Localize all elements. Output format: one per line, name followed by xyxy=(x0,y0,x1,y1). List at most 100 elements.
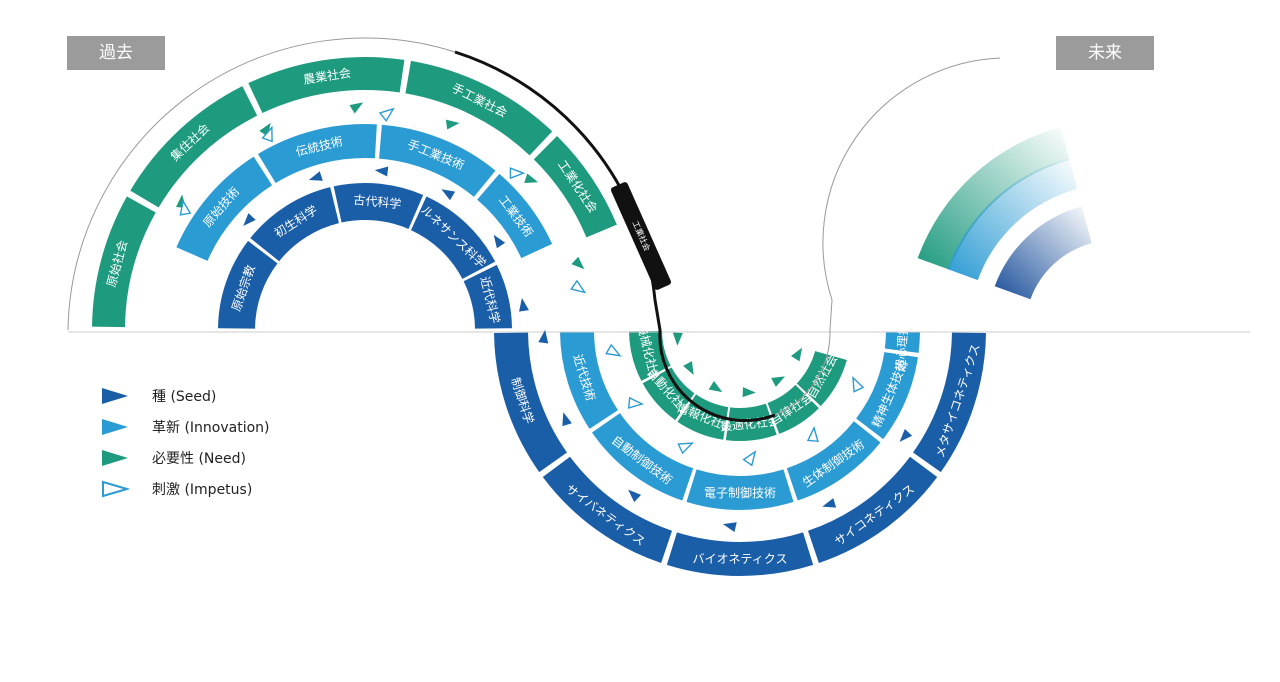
seg-society-4-shape xyxy=(533,135,617,238)
seed-arrow xyxy=(519,298,529,312)
seg-science-3-shape xyxy=(410,196,496,279)
legend-item-impetus: 刺激 (Impetus) xyxy=(100,473,270,504)
impetus-arrow-shape xyxy=(509,167,526,180)
seg-society-8-shape xyxy=(725,403,777,441)
impetus-arrow-shape xyxy=(806,425,819,443)
impetus-arrow-shape xyxy=(605,343,622,357)
need-arrow xyxy=(571,256,585,270)
seg-society-3: 手工業社会 xyxy=(405,60,553,156)
legend-label: 種 (Seed) xyxy=(152,388,217,405)
seed-arrow xyxy=(899,428,913,442)
impetus-arrow xyxy=(179,199,192,216)
need-arrow xyxy=(790,347,803,362)
seed-arrow xyxy=(308,171,323,181)
seg-society-10-shape xyxy=(796,351,847,407)
seg-technology-3: 工業技術 xyxy=(477,173,553,259)
seg-technology-7: 生体制御技術 xyxy=(786,421,881,501)
impetus-arrow xyxy=(509,167,526,180)
future-label: 未来 xyxy=(1056,36,1154,70)
seed-arrow xyxy=(538,329,549,344)
impetus-arrow-shape xyxy=(378,107,395,123)
seg-technology-6: 電子制御技術 xyxy=(686,469,794,510)
seg-technology-5: 自動制御技術 xyxy=(592,413,694,501)
seg-technology-8: 精神生体技術 xyxy=(856,352,918,440)
impetus-arrow xyxy=(378,107,395,123)
impetus-arrow xyxy=(742,450,757,467)
seg-science-2-label: 古代科学 xyxy=(353,192,402,212)
need-arrow xyxy=(349,102,364,114)
need-arrow-shape xyxy=(349,102,364,114)
seg-science-7: バイオネティクス xyxy=(666,532,814,576)
need-arrow-shape xyxy=(571,256,585,270)
seg-technology-6-shape xyxy=(686,469,794,510)
seed-arrow xyxy=(822,498,837,508)
seg-science-2-shape xyxy=(333,182,424,229)
seg-science-5: 制御科学 xyxy=(494,332,567,473)
seed-arrow-shape xyxy=(308,171,323,181)
past-label: 過去 xyxy=(67,36,165,70)
seg-technology-9-label: 超心理技術 xyxy=(893,311,912,372)
seed-arrow xyxy=(243,213,256,226)
need-arrow-shape xyxy=(672,332,683,346)
seg-science-0: 原始宗教 xyxy=(218,240,278,329)
seg-technology-1: 伝統技術 xyxy=(257,123,377,184)
need-arrow xyxy=(683,361,694,375)
seed-triangle-icon xyxy=(102,387,128,404)
seg-society-9-shape xyxy=(767,384,819,434)
impetus-arrow xyxy=(627,396,645,409)
seg-technology-3-shape xyxy=(477,173,553,259)
future-guide-arc xyxy=(774,57,1001,416)
future-fade xyxy=(917,127,1092,300)
seed-arrow-shape xyxy=(538,329,549,344)
seed-arrow-shape xyxy=(562,412,572,427)
technology-fade xyxy=(947,158,1078,281)
seed-arrow xyxy=(722,522,737,532)
seg-technology-7-shape xyxy=(786,421,881,501)
seed-arrow xyxy=(562,412,572,427)
need-arrow xyxy=(708,380,723,393)
legend-item-seed: 種 (Seed) xyxy=(100,380,270,411)
timeline-arc xyxy=(454,50,776,423)
seg-society-0-shape xyxy=(92,196,156,328)
seed-arrow-shape xyxy=(374,166,389,177)
seg-science-7-label: バイオネティクス xyxy=(693,552,788,566)
need-arrow xyxy=(742,387,756,398)
impetus-arrow xyxy=(570,279,587,294)
innovation-triangle-icon xyxy=(102,418,128,435)
seg-technology-0: 原始技術 xyxy=(176,156,273,261)
impetus-arrow xyxy=(605,343,622,357)
seg-technology-5-shape xyxy=(592,413,694,501)
impetus-arrow-shape xyxy=(677,442,695,455)
impetus-arrow-shape xyxy=(261,125,273,143)
seed-arrow-shape xyxy=(441,189,456,201)
impetus-arrow xyxy=(852,375,865,393)
seg-society-2: 農業社会 xyxy=(248,56,405,114)
legend-label: 刺激 (Impetus) xyxy=(152,481,253,498)
seg-technology-1-shape xyxy=(257,123,377,184)
current-era-marker: 工業社会 xyxy=(610,182,672,290)
seg-science-4-shape xyxy=(463,264,512,329)
seg-technology-6-label: 電子制御技術 xyxy=(704,485,776,500)
seg-science-4: 近代科学 xyxy=(463,264,512,329)
seg-science-5-shape xyxy=(494,332,567,473)
past-guide-arc xyxy=(67,37,456,331)
impetus-arrow-shape xyxy=(570,279,587,294)
need-arrow xyxy=(445,119,460,130)
seg-science-2: 古代科学 xyxy=(333,182,424,229)
legend-item-need: 必要性 (Need) xyxy=(100,442,270,473)
seg-science-1: 初生科学 xyxy=(250,187,339,262)
need-arrow-shape xyxy=(683,361,694,375)
legend-label: 革新 (Innovation) xyxy=(152,419,270,436)
society-fade xyxy=(917,127,1070,270)
seg-society-4: 工業化社会 xyxy=(533,135,617,238)
seg-technology-9: 超心理技術 xyxy=(884,311,920,372)
legend: 種 (Seed) 革新 (Innovation) 必要性 (Need) 刺激 (… xyxy=(100,380,270,504)
seed-arrow xyxy=(374,166,389,177)
seg-science-8-shape xyxy=(807,456,938,564)
seg-society-0: 原始社会 xyxy=(92,196,156,328)
impetus-arrow-shape xyxy=(627,396,645,409)
need-arrow-shape xyxy=(742,387,756,398)
impetus-arrow-shape xyxy=(179,199,192,216)
